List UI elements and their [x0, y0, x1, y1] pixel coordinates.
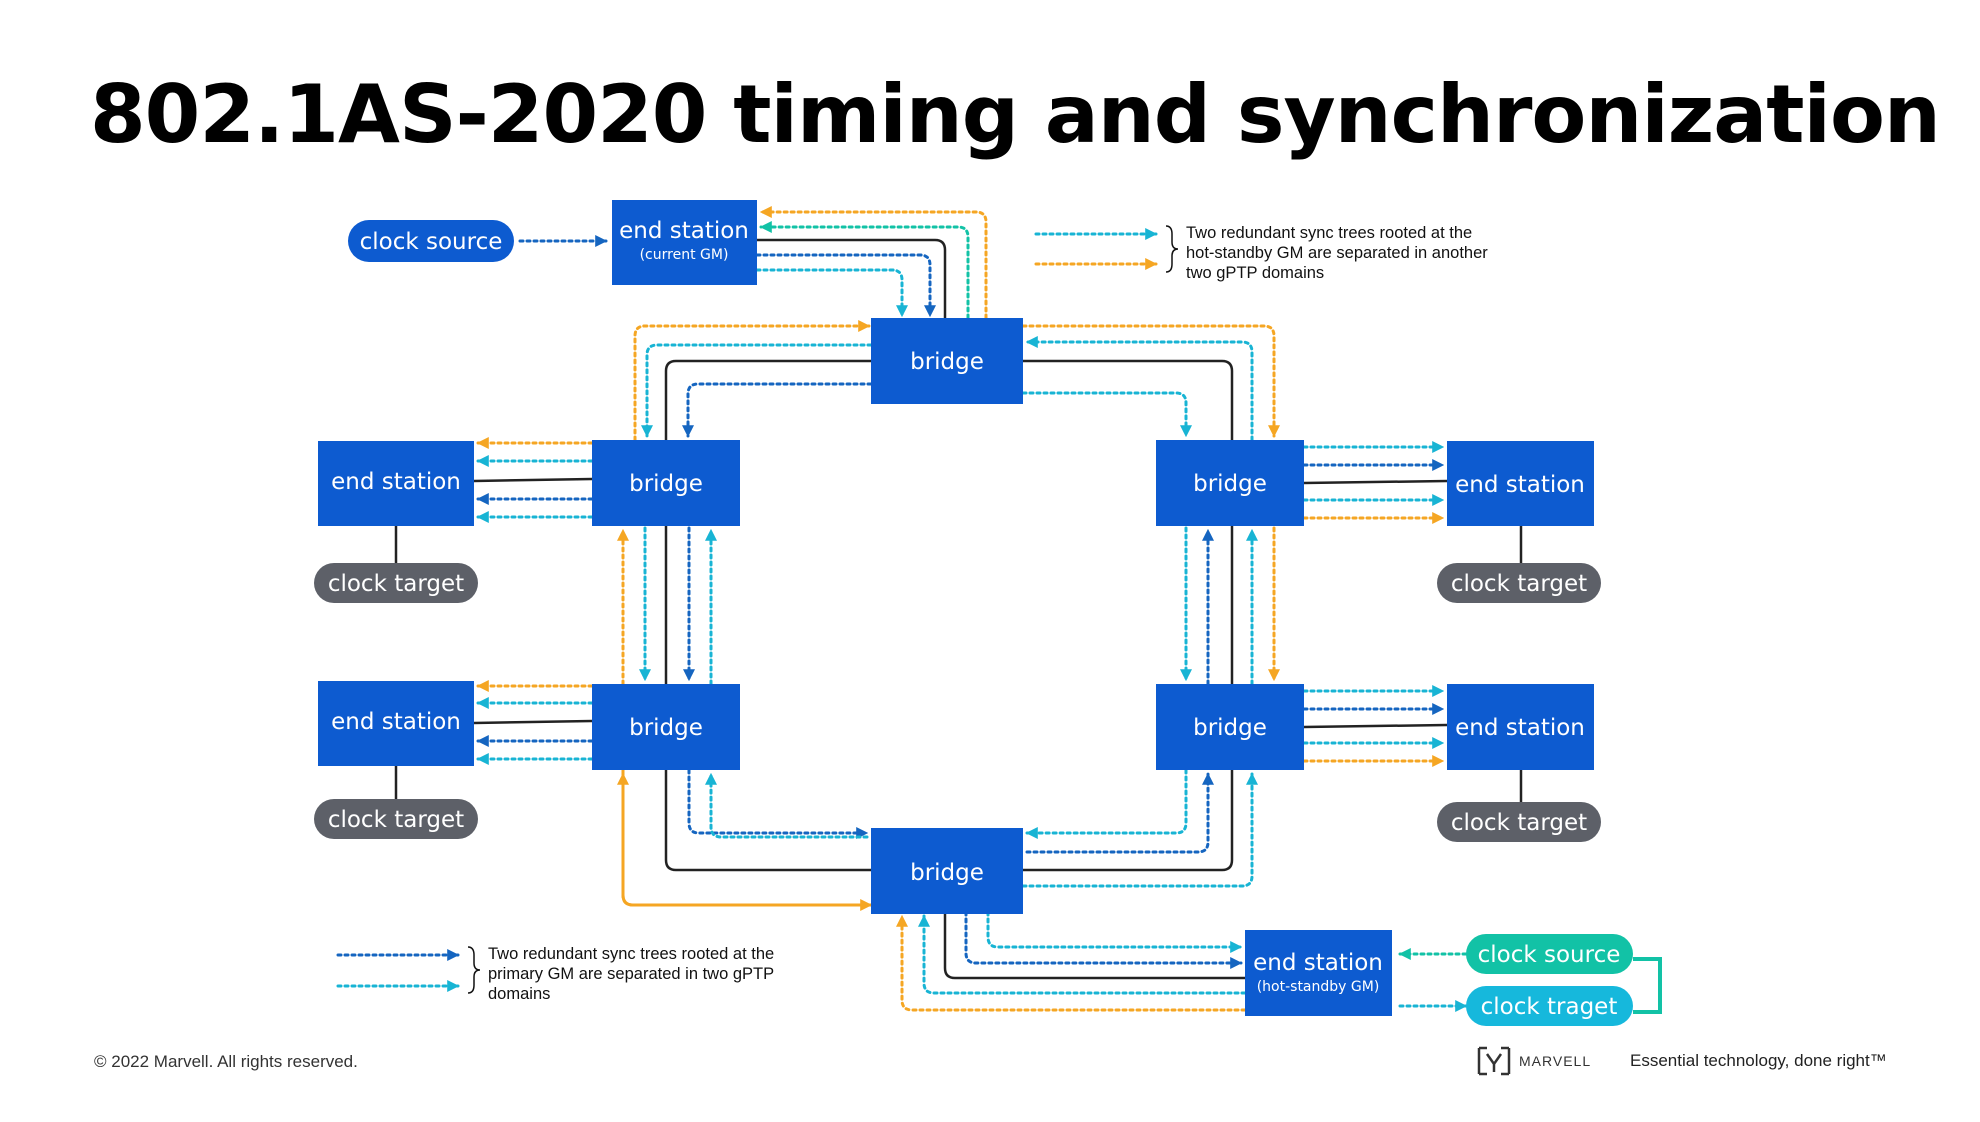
link-es-rb: [1303, 723, 1448, 729]
legend-bottom-line-2: primary GM are separated in two gPTP: [488, 965, 774, 983]
gm-standby-label: end station: [1253, 950, 1383, 976]
end-station-right-top[interactable]: end station: [1447, 441, 1594, 526]
link-gm-bridge-top: [757, 238, 947, 318]
clock-target-rt-label: clock target: [1451, 571, 1587, 597]
clock-target-right-top[interactable]: clock target: [1437, 563, 1601, 603]
clock-target-lt-label: clock target: [328, 571, 464, 597]
bridge-left-top[interactable]: bridge: [592, 440, 740, 526]
end-station-left-bottom[interactable]: end station: [318, 681, 474, 766]
link-ring-right-upper: [1023, 359, 1234, 440]
bridge-right-top[interactable]: bridge: [1156, 440, 1304, 526]
legend-top-line-2: hot-standby GM are separated in another: [1186, 244, 1488, 262]
physical-links: [394, 238, 1523, 980]
legend-bottom-line-3: domains: [488, 985, 550, 1003]
legend-bottom: Two redundant sync trees rooted at the p…: [467, 945, 774, 1003]
link-ring-left-upper: [664, 359, 871, 440]
legend-bottom-line-1: Two redundant sync trees rooted at the: [488, 945, 774, 963]
clock-target-rb-label: clock target: [1451, 810, 1587, 836]
legend-bottom-brace: [467, 946, 481, 994]
clock-target-lb-label: clock target: [328, 807, 464, 833]
gm-current-label: end station: [619, 218, 749, 244]
bridge-left-bottom[interactable]: bridge: [592, 684, 740, 770]
clock-source-bottom-label: clock source: [1478, 942, 1621, 968]
gm-current-box[interactable]: end station (current GM): [612, 200, 757, 285]
bridge-right-top-label: bridge: [1193, 471, 1267, 497]
end-station-left-top[interactable]: end station: [318, 441, 474, 526]
bridge-right-bottom-label: bridge: [1193, 715, 1267, 741]
clock-source-top[interactable]: clock source: [348, 220, 514, 262]
brand-name: MARVELL: [1519, 1053, 1592, 1069]
link-ring-left-lower: [664, 770, 871, 872]
link-ring-right-lower: [1023, 770, 1234, 872]
es-left-top-label: end station: [331, 469, 461, 495]
tagline: Essential technology, done right™: [1630, 1051, 1887, 1070]
bridge-top[interactable]: bridge: [871, 318, 1023, 404]
clock-target-right-bottom[interactable]: clock target: [1437, 802, 1601, 842]
legend-top-line-1: Two redundant sync trees rooted at the: [1186, 224, 1472, 242]
legend-top: Two redundant sync trees rooted at the h…: [1165, 224, 1488, 282]
link-es-lt: [473, 477, 593, 483]
bridge-bottom[interactable]: bridge: [871, 828, 1023, 914]
brand-logo: MARVELL: [1477, 1046, 1591, 1076]
bridge-left-bottom-label: bridge: [629, 715, 703, 741]
bridge-bottom-label: bridge: [910, 860, 984, 886]
bridge-right-bottom[interactable]: bridge: [1156, 684, 1304, 770]
end-station-right-bottom[interactable]: end station: [1447, 684, 1594, 770]
link-es-lb: [473, 719, 593, 725]
gm-standby-box[interactable]: end station (hot-standby GM): [1245, 930, 1392, 1016]
clock-source-bottom[interactable]: clock source: [1466, 934, 1633, 974]
copyright-text: © 2022 Marvell. All rights reserved.: [94, 1052, 358, 1071]
es-right-bottom-label: end station: [1455, 715, 1585, 741]
bridge-left-top-label: bridge: [629, 471, 703, 497]
clock-target-left-bottom[interactable]: clock target: [314, 799, 478, 839]
clock-source-top-label: clock source: [360, 229, 503, 255]
clock-target-left-top[interactable]: clock target: [314, 563, 478, 603]
bridge-top-label: bridge: [910, 349, 984, 375]
clock-traget-label: clock traget: [1481, 994, 1618, 1020]
legend-top-brace: [1165, 225, 1179, 273]
sync-arrows: [336, 206, 1468, 1012]
es-right-top-label: end station: [1455, 472, 1585, 498]
gm-current-sub: (current GM): [640, 247, 729, 263]
link-es-rt: [1303, 479, 1448, 485]
clock-loop: [1633, 957, 1662, 1014]
legend-top-line-3: two gPTP domains: [1186, 264, 1324, 282]
es-left-bottom-label: end station: [331, 709, 461, 735]
link-bridge-standby: [943, 912, 1245, 980]
page-title: 802.1AS-2020 timing and synchronization: [90, 68, 1941, 161]
marvell-logo-icon: [1477, 1046, 1511, 1076]
gm-standby-sub: (hot-standby GM): [1257, 979, 1380, 995]
clock-traget[interactable]: clock traget: [1466, 986, 1633, 1026]
